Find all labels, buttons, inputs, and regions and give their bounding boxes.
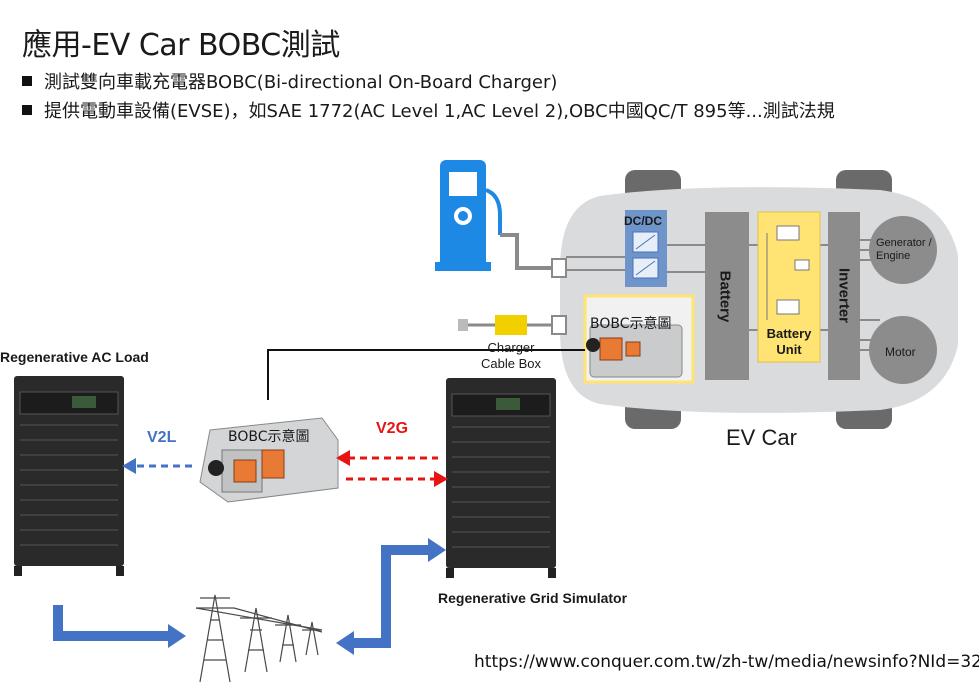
grid-to-simulator-arrow [352, 545, 430, 648]
motor-label: Motor [885, 345, 916, 359]
v2g-label: V2G [376, 420, 409, 437]
battery-label: Battery [716, 270, 734, 323]
inlet-port-top [551, 258, 567, 278]
slide-title: 應用-EV Car BOBC測試 [22, 28, 340, 63]
grid-simulator-label: Regenerative Grid Simulator [438, 590, 628, 606]
v2l-label: V2L [147, 429, 177, 446]
dcdc-label: DC/DC [624, 214, 662, 228]
ac-load-label: Regenerative AC Load [0, 349, 149, 365]
grid-simulator-cabinet [446, 378, 556, 578]
v2l-arrowhead [122, 458, 136, 474]
motor-circle [869, 316, 937, 384]
generator-label: Generator / Engine [876, 237, 932, 262]
charger-cable-box-label: Charger Cable Box [481, 340, 541, 371]
dcdc-block [625, 210, 667, 287]
bullet-square-icon [22, 104, 32, 115]
grid-to-simulator-arrowhead [428, 538, 446, 562]
ac-load-cabinet [14, 376, 124, 576]
bullet-text: 測試雙向車載充電器BOBC(Bi-directional On-Board Ch… [44, 71, 558, 93]
battery-block [705, 212, 749, 380]
inverter-label: Inverter [835, 267, 853, 324]
evse-charger-icon [435, 160, 502, 271]
ac-load-to-grid-arrow [53, 605, 170, 641]
evse-cable [500, 233, 560, 270]
transmission-towers-icon [195, 594, 323, 683]
bobc-car-label: BOBC示意圖 [590, 316, 672, 332]
bullet-item: 測試雙向車載充電器BOBC(Bi-directional On-Board Ch… [22, 66, 835, 95]
bullet-item: 提供電動車設備(EVSE)，如SAE 1772(AC Level 1,AC Le… [22, 95, 835, 124]
charger-cable-box [458, 315, 567, 335]
bobc-device-car-image [583, 294, 695, 384]
v2g-arrowhead-left [336, 450, 350, 466]
bullet-text: 提供電動車設備(EVSE)，如SAE 1772(AC Level 1,AC Le… [44, 100, 835, 122]
ac-load-to-grid-arrowhead [168, 624, 186, 648]
bobc-device-center-image [199, 417, 339, 503]
bobc-center-label: BOBC示意圖 [228, 429, 310, 445]
grid-arrowhead-left [336, 631, 354, 655]
v2g-arrowhead-right [434, 471, 448, 487]
battery-unit-block [757, 211, 821, 363]
ev-car-label: EV Car [726, 425, 797, 450]
source-url: https://www.conquer.com.tw/zh-tw/media/n… [474, 652, 979, 672]
bullet-square-icon [22, 75, 32, 86]
battery-unit-label: Battery Unit [766, 326, 812, 357]
bullet-list: 測試雙向車載充電器BOBC(Bi-directional On-Board Ch… [22, 66, 835, 124]
bobc-connector-line [267, 349, 585, 400]
inverter-block [828, 212, 860, 380]
generator-circle [869, 216, 937, 284]
